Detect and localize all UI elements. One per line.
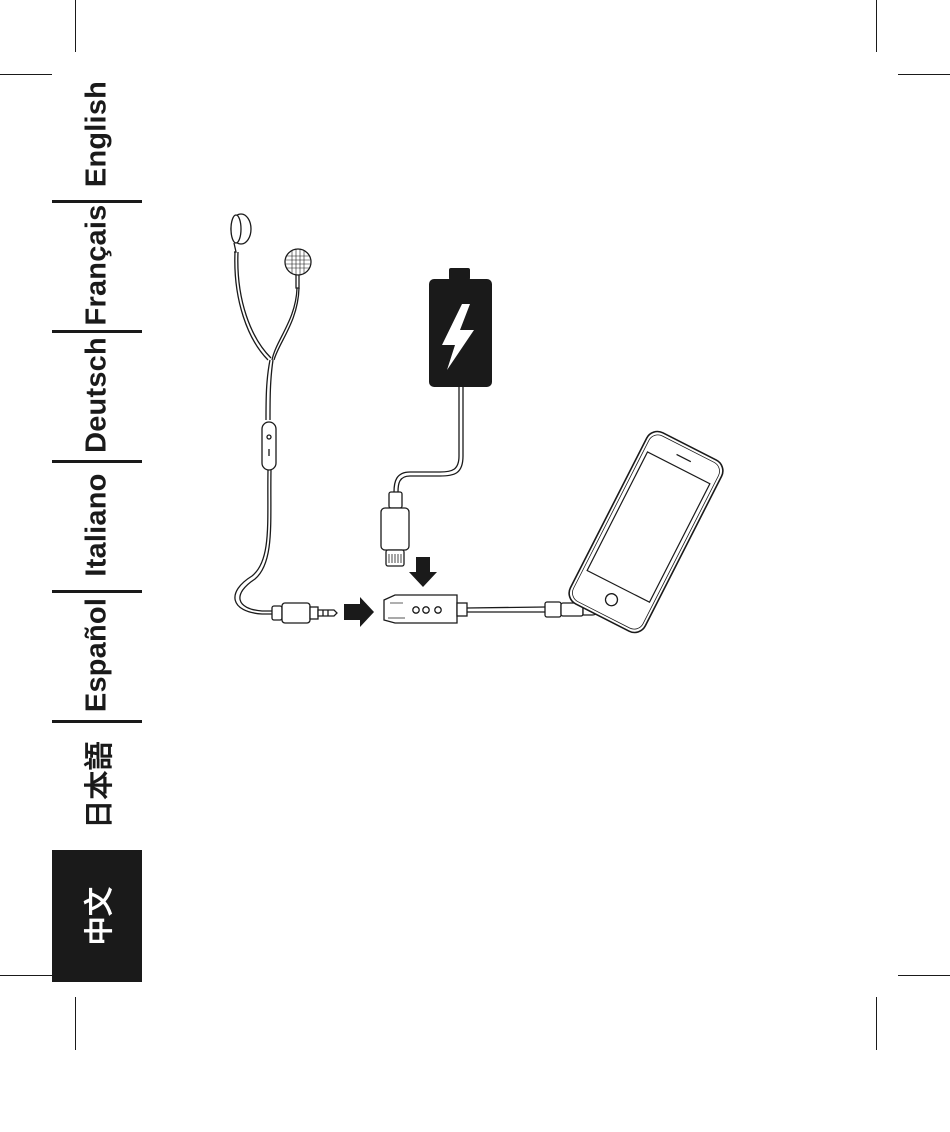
crop-mark-bottom-right xyxy=(876,997,877,1050)
charging-cable xyxy=(394,387,463,492)
battery-charging-icon xyxy=(429,268,492,387)
tab-divider xyxy=(52,330,142,333)
tab-japanese-label: 日本語 xyxy=(76,741,118,829)
crop-mark-bottom-right-h xyxy=(898,975,950,976)
arrow-down-icon xyxy=(409,557,437,587)
tab-divider xyxy=(52,590,142,593)
tab-divider xyxy=(52,200,142,203)
audio-jack-icon xyxy=(272,603,337,623)
tab-divider xyxy=(52,460,142,463)
tab-divider xyxy=(52,720,142,723)
connection-diagram xyxy=(150,180,770,700)
crop-mark-bottom-left xyxy=(75,997,76,1050)
tab-japanese[interactable]: 日本語 xyxy=(52,720,142,850)
crop-mark-top-right-h xyxy=(898,74,950,75)
crop-mark-bottom-left-h xyxy=(0,975,52,976)
crop-mark-top-left-h xyxy=(0,74,52,75)
tab-chinese[interactable]: 中文 xyxy=(52,850,142,982)
tab-espanol-label: Español xyxy=(81,598,114,712)
tab-english[interactable]: English xyxy=(52,68,142,200)
tab-francais[interactable]: Français xyxy=(52,200,142,330)
tab-espanol[interactable]: Español xyxy=(52,590,142,720)
crop-mark-top-left xyxy=(75,0,76,52)
tab-deutsch[interactable]: Deutsch xyxy=(52,330,142,460)
lightning-plug-icon xyxy=(381,492,409,566)
smartphone-icon xyxy=(565,427,727,636)
tab-italiano-label: Italiano xyxy=(81,473,114,576)
tab-italiano[interactable]: Italiano xyxy=(52,460,142,590)
adapter-icon xyxy=(384,595,597,623)
earphones-icon xyxy=(231,214,311,614)
tab-english-label: English xyxy=(81,81,114,187)
arrow-right-icon xyxy=(344,597,374,627)
tab-deutsch-label: Deutsch xyxy=(81,337,114,453)
crop-mark-top-right xyxy=(876,0,877,52)
tab-francais-label: Français xyxy=(81,205,114,326)
tab-chinese-label: 中文 xyxy=(76,887,118,945)
